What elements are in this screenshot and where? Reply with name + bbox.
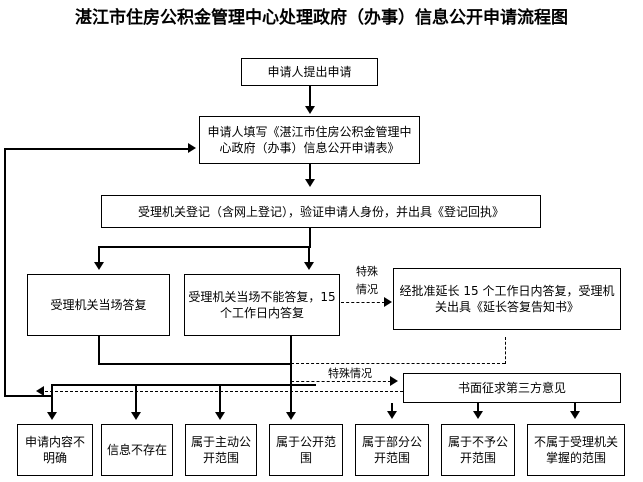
edge-drop-outcome-3 bbox=[219, 384, 221, 414]
outcome-label-7: 不属于受理机关掌握的范围 bbox=[533, 435, 618, 465]
outcome-box-5: 属于部分公开范围 bbox=[355, 424, 429, 476]
edge-feedback-left-vertical bbox=[4, 148, 6, 397]
outcome-label-1: 申请内容不明确 bbox=[24, 435, 85, 465]
node-third-party: 书面征求第三方意见 bbox=[403, 373, 621, 403]
arrow-third-party-return bbox=[36, 386, 44, 396]
node-apply: 申请人提出申请 bbox=[241, 58, 378, 86]
outcome-box-2: 信息不存在 bbox=[101, 424, 173, 476]
arrow-special-to-extend bbox=[384, 297, 392, 307]
edge-register-split-bar bbox=[98, 246, 310, 248]
outcome-box-1: 申请内容不明确 bbox=[17, 424, 93, 476]
outcome-label-2: 信息不存在 bbox=[106, 443, 167, 457]
edge-dashed-to-third-party-top bbox=[291, 363, 505, 364]
edge-apply-to-form bbox=[309, 86, 311, 108]
outcome-box-4: 属于公开范围 bbox=[269, 424, 343, 476]
node-extend: 经批准延长 15 个工作日内答复，受理机关出具《延长答复告知书》 bbox=[393, 268, 621, 330]
outcome-box-7: 不属于受理机关掌握的范围 bbox=[527, 424, 625, 476]
arrow-special-to-third-party bbox=[390, 376, 398, 386]
edge-register-to-onsite bbox=[98, 246, 100, 264]
edge-register-down bbox=[309, 228, 311, 248]
edge-drop-outcome-2 bbox=[135, 384, 137, 414]
node-reply-15days-label: 受理机关当场不能答复，15 个工作日内答复 bbox=[188, 290, 336, 320]
arrow-apply-to-form bbox=[304, 106, 315, 114]
node-extend-label: 经批准延长 15 个工作日内答复，受理机关出具《延长答复告知书》 bbox=[399, 284, 615, 314]
node-form-label: 申请人填写《湛江市住房公积金管理中心政府（办事）信息公开申请表》 bbox=[207, 125, 412, 155]
edge-feedback-bottom-horizontal bbox=[4, 395, 51, 397]
edge-third-party-return bbox=[40, 391, 403, 392]
node-reply-15days: 受理机关当场不能答复，15 个工作日内答复 bbox=[184, 274, 340, 336]
edge-extend-down-dashed bbox=[505, 337, 506, 364]
arrow-outcome-3 bbox=[214, 412, 225, 420]
edge-label-special-bottom: 特殊情况 bbox=[320, 367, 380, 381]
outcome-label-5: 属于部分公开范围 bbox=[361, 435, 422, 465]
outcome-label-4: 属于公开范围 bbox=[275, 435, 336, 465]
node-reply-onsite: 受理机关当场答复 bbox=[27, 274, 170, 336]
arrow-register-to-15days bbox=[303, 262, 314, 270]
edge-drop-outcome-1 bbox=[51, 384, 53, 414]
arrow-outcome-2 bbox=[130, 412, 141, 420]
edge-label-special-top-line2: 情况 bbox=[350, 283, 384, 297]
node-reply-onsite-label: 受理机关当场答复 bbox=[50, 298, 147, 312]
node-third-party-label: 书面征求第三方意见 bbox=[457, 381, 566, 395]
arrow-outcome-5 bbox=[386, 411, 397, 419]
edge-outcome-distribution-bar bbox=[51, 384, 316, 386]
edge-onsite-down-stub bbox=[98, 336, 100, 363]
node-apply-label: 申请人提出申请 bbox=[267, 65, 352, 79]
edge-drop-outcome-5 bbox=[391, 403, 393, 413]
outcome-box-3: 属于主动公开范围 bbox=[185, 424, 257, 476]
edge-special-to-extend bbox=[341, 302, 385, 303]
edge-feedback-to-form-horizontal bbox=[4, 148, 189, 150]
page-title: 湛江市住房公积金管理中心处理政府（办事）信息公开申请流程图 bbox=[75, 8, 568, 28]
arrow-register-to-onsite bbox=[93, 262, 104, 270]
edge-drop-outcome-4 bbox=[290, 384, 292, 414]
edge-mid-horizontal-connector bbox=[98, 363, 292, 365]
node-form: 申请人填写《湛江市住房公积金管理中心政府（办事）信息公开申请表》 bbox=[199, 116, 420, 164]
arrow-feedback-to-form bbox=[188, 143, 196, 153]
node-register: 受理机关登记（含网上登记），验证申请人身份，并出具《登记回执》 bbox=[101, 195, 541, 228]
outcome-label-6: 属于不予公开范围 bbox=[447, 435, 508, 465]
edge-register-to-15days bbox=[308, 246, 310, 264]
arrow-outcome-6 bbox=[472, 411, 483, 419]
arrow-form-to-register bbox=[304, 179, 315, 187]
outcome-box-6: 属于不予公开范围 bbox=[441, 424, 515, 476]
node-register-label: 受理机关登记（含网上登记），验证申请人身份，并出具《登记回执》 bbox=[137, 204, 504, 219]
edge-special-to-third-party bbox=[291, 381, 391, 382]
edge-drop-outcome-7 bbox=[574, 403, 576, 413]
arrow-outcome-7 bbox=[569, 411, 580, 419]
arrow-outcome-1 bbox=[46, 412, 57, 420]
arrow-outcome-4 bbox=[285, 412, 296, 420]
edge-drop-outcome-6 bbox=[477, 403, 479, 413]
outcome-label-3: 属于主动公开范围 bbox=[190, 435, 251, 465]
edge-form-to-register bbox=[309, 164, 311, 181]
edge-label-special-top-line1: 特殊 bbox=[350, 265, 384, 279]
